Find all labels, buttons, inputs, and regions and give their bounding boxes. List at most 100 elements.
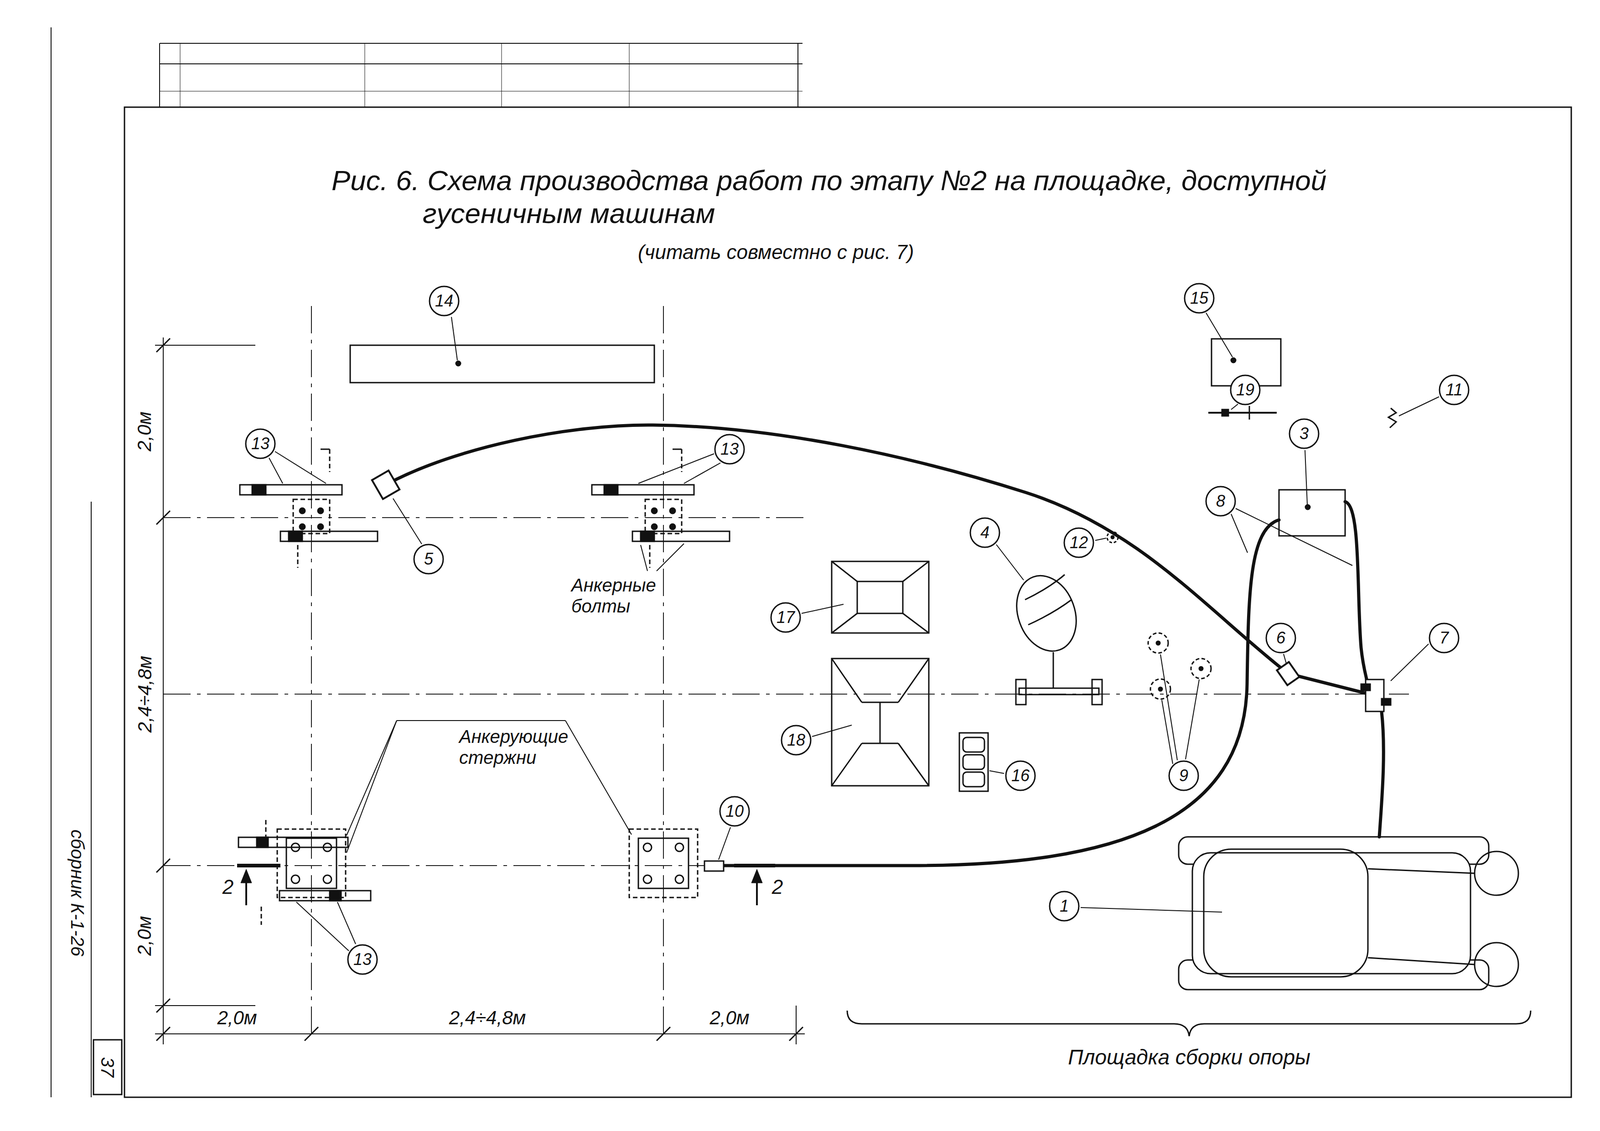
frame	[180, 43, 181, 108]
callout-number: 5	[424, 549, 434, 569]
foundation	[638, 838, 689, 889]
foundation	[649, 544, 651, 568]
dimension-line	[162, 998, 164, 1045]
equipment	[861, 742, 899, 745]
leader-line	[1283, 653, 1287, 664]
foundation	[280, 531, 378, 542]
foundation	[591, 449, 730, 568]
foundation	[299, 523, 306, 530]
equipment	[1158, 687, 1163, 691]
callout-number: 14	[434, 291, 454, 311]
cable	[385, 424, 1384, 866]
foundation	[239, 449, 378, 568]
equipment	[1019, 688, 1099, 695]
leader-line	[996, 544, 1024, 580]
callout-number: 10	[725, 802, 744, 821]
foundation	[277, 828, 346, 898]
callout-circle	[347, 944, 378, 974]
callout-circle	[1206, 486, 1236, 516]
foundation	[675, 843, 684, 852]
dimension-line	[156, 338, 171, 353]
foundation	[293, 499, 330, 534]
callout-number: 7	[1439, 628, 1449, 648]
leader-line	[638, 453, 715, 484]
equipment	[1248, 405, 1251, 420]
equipment	[1092, 679, 1103, 705]
foundation	[252, 484, 266, 495]
frame	[51, 27, 1572, 1098]
callout-number: 16	[1011, 766, 1030, 785]
dimension-line	[162, 337, 164, 1017]
callout-circle	[429, 286, 459, 316]
equipment	[963, 754, 985, 770]
dimension-line	[789, 1026, 803, 1041]
equipment	[1381, 698, 1391, 705]
equipment	[898, 658, 929, 703]
dimension-line	[795, 1005, 797, 1045]
section-number: 2	[770, 875, 785, 899]
foundation	[239, 484, 342, 495]
equipment	[1190, 658, 1212, 679]
area-label: Площадка сборки опоры	[1066, 1045, 1313, 1070]
equipment	[959, 732, 989, 792]
foundation	[643, 875, 652, 884]
leader-line	[565, 720, 632, 835]
section-mark	[237, 863, 281, 868]
cable	[1379, 711, 1384, 837]
section-mark	[751, 869, 763, 883]
leader-line	[1080, 907, 1223, 912]
callout-number: 12	[1069, 533, 1088, 552]
equipment	[350, 338, 1531, 1036]
callout-number: 1	[1059, 896, 1069, 916]
equipment	[831, 561, 858, 582]
equipment	[1025, 574, 1065, 600]
leader-line	[296, 901, 349, 951]
dimension-label: 2,4÷4,8м	[447, 1006, 529, 1029]
leader-line	[812, 724, 852, 737]
equipment	[831, 613, 858, 633]
callout-circle	[1184, 283, 1214, 313]
axis-line	[662, 305, 664, 1038]
equipment	[898, 743, 929, 786]
frame	[159, 42, 803, 44]
equipment	[1367, 868, 1476, 874]
equipment	[1474, 851, 1519, 896]
callout-number: 9	[1179, 766, 1189, 785]
callout-number: 8	[1216, 491, 1226, 511]
callout-circle	[1289, 419, 1319, 449]
equipment	[1148, 632, 1169, 653]
equipment	[372, 470, 400, 500]
foundation	[256, 837, 269, 848]
equipment	[831, 561, 929, 633]
equipment	[963, 737, 985, 752]
foundation	[629, 828, 698, 898]
note-text: Анкерующие стержни	[459, 725, 583, 768]
foundation	[681, 449, 683, 472]
foundation	[317, 507, 324, 514]
frame	[159, 91, 803, 92]
frame	[629, 43, 630, 108]
figure-caption: (читать совместно с рис. 7)	[637, 240, 914, 265]
foundation	[669, 523, 676, 530]
frame	[159, 63, 803, 65]
equipment	[902, 561, 929, 582]
callout-circle	[1266, 623, 1296, 653]
equipment	[902, 613, 929, 633]
callout-circle	[1230, 375, 1260, 405]
cable	[1345, 501, 1368, 687]
equipment	[1199, 666, 1203, 671]
callout-number: 13	[251, 434, 270, 453]
frame	[124, 107, 1572, 1098]
dimension-line	[155, 1004, 256, 1006]
cable	[385, 424, 1366, 694]
dimension-line	[656, 1026, 671, 1041]
leader-line	[1185, 679, 1200, 760]
frame	[364, 43, 366, 108]
callout-circle	[970, 517, 1000, 548]
equipment	[1208, 411, 1277, 414]
equipment	[1305, 504, 1311, 510]
leader-line	[1235, 508, 1353, 566]
callout-number: 3	[1299, 424, 1309, 443]
equipment	[1474, 942, 1519, 987]
